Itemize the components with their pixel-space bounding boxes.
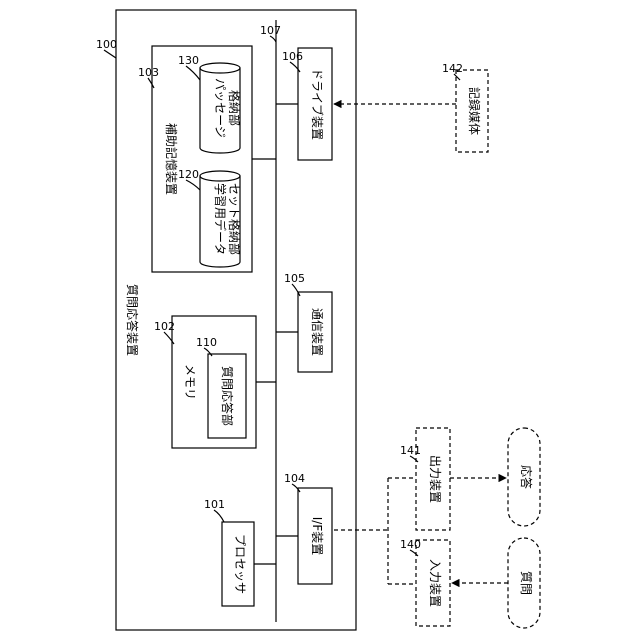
passage-storage-label-2: 格納部 bbox=[227, 90, 242, 126]
ref-comm-device: 105 bbox=[284, 272, 305, 285]
ref-device: 100 bbox=[96, 38, 117, 51]
output-device-label: 出力装置 bbox=[428, 455, 442, 503]
ref-aux-storage: 103 bbox=[138, 66, 159, 79]
ref-output-device: 141 bbox=[400, 444, 421, 457]
dataset-storage-label-1: 学習用データ bbox=[213, 183, 228, 255]
ref-drive-device: 106 bbox=[282, 50, 303, 63]
ref-bus: 107 bbox=[260, 24, 281, 37]
answer-label: 応答 bbox=[519, 465, 534, 489]
ref-recording-medium: 142 bbox=[442, 62, 463, 75]
ref-dataset-storage: 120 bbox=[178, 168, 199, 181]
ref-qa-unit: 110 bbox=[196, 336, 217, 349]
qa-unit-label: 質問応答部 bbox=[220, 366, 235, 426]
ref-processor: 101 bbox=[204, 498, 225, 511]
memory-label: メモリ bbox=[183, 364, 197, 400]
device-label: 質問応答装置 bbox=[125, 284, 140, 356]
comm-device-label: 通信装置 bbox=[310, 308, 324, 356]
dataset-storage-label-2: セット格納部 bbox=[227, 183, 242, 255]
recording-medium-label: 記録媒体 bbox=[467, 87, 482, 135]
input-device-label: 入力装置 bbox=[428, 559, 442, 607]
aux-storage-label: 補助記憶装置 bbox=[164, 123, 179, 195]
ref-input-device: 140 bbox=[400, 538, 421, 551]
passage-storage-label-1: パッセージ bbox=[213, 78, 227, 138]
ref-passage-storage: 130 bbox=[178, 54, 199, 67]
ref-memory: 102 bbox=[154, 320, 175, 333]
if-device-label: I/F装置 bbox=[310, 517, 324, 556]
ref-if-device: 104 bbox=[284, 472, 305, 485]
leader-device bbox=[104, 50, 116, 58]
question-label: 質問 bbox=[519, 571, 534, 595]
drive-device-label: ドライブ装置 bbox=[310, 68, 325, 140]
processor-label: プロセッサ bbox=[233, 534, 247, 594]
